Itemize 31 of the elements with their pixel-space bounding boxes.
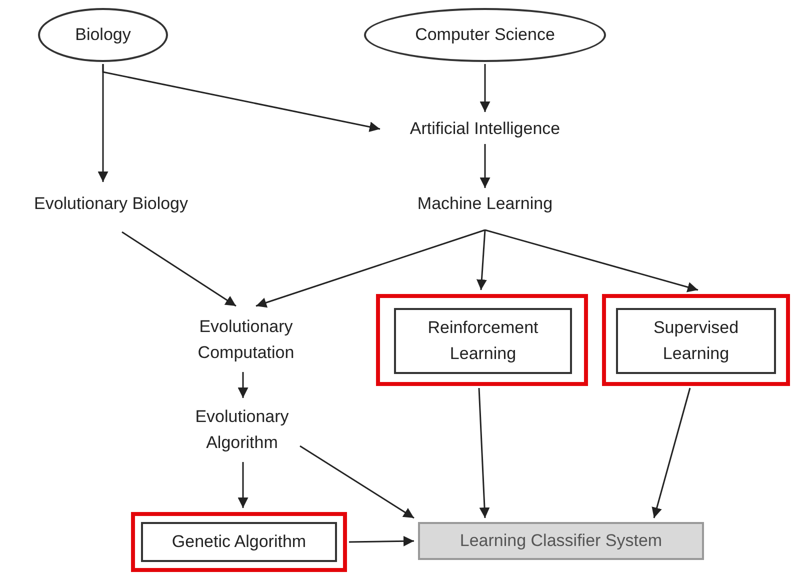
arrow xyxy=(102,64,380,132)
highlight-frame xyxy=(376,294,588,386)
node-label: Evolutionary Algorithm xyxy=(194,406,290,454)
arrow xyxy=(480,144,490,188)
process-box xyxy=(394,308,572,374)
arrow xyxy=(348,536,414,546)
node-label: Biology xyxy=(75,24,131,46)
arrow xyxy=(256,229,486,308)
node-label: Evolutionary Biology xyxy=(34,193,188,215)
highlight-frame xyxy=(602,294,790,386)
node-label: Supervised Learning xyxy=(652,317,740,365)
node-label: Machine Learning xyxy=(417,193,553,215)
process-box xyxy=(616,308,776,374)
highlight-frame xyxy=(131,512,347,572)
arrow xyxy=(480,64,490,112)
node-label: Computer Science xyxy=(415,24,555,46)
arrow xyxy=(238,462,248,508)
arrow xyxy=(238,372,248,398)
arrow xyxy=(300,445,414,519)
node-label: Evolutionary Computation xyxy=(196,316,296,364)
node-label: Genetic Algorithm xyxy=(172,531,306,553)
node-label: Learning Classifier System xyxy=(460,530,662,552)
arrow xyxy=(484,229,698,292)
arrow xyxy=(652,388,691,518)
arrow xyxy=(122,231,236,307)
node-label: Artificial Intelligence xyxy=(410,118,560,140)
shaded-box xyxy=(418,522,704,560)
arrow xyxy=(478,388,490,518)
arrow xyxy=(476,230,487,290)
node-label: Reinforcement Learning xyxy=(426,317,540,365)
process-box xyxy=(141,522,337,562)
